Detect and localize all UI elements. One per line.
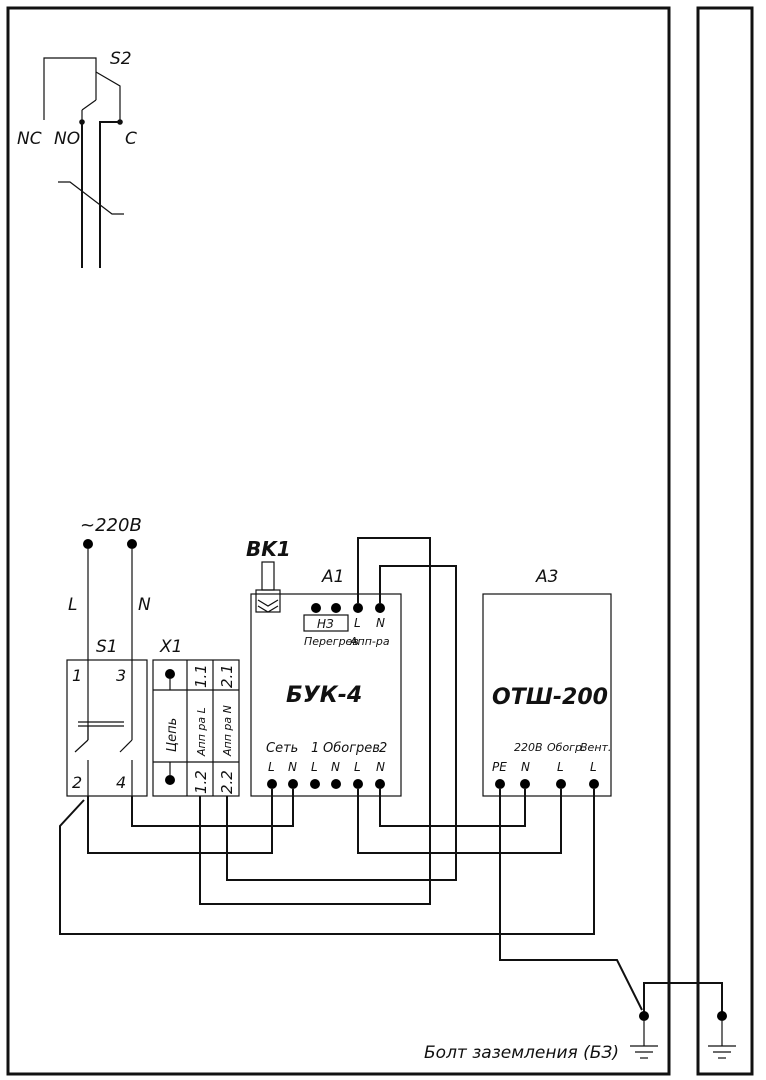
svg-text:N: N [331,760,340,774]
breaker-s1: S1 1 3 2 4 [66,637,148,826]
label-s1: S1 [96,637,118,657]
label-a3-220: 220В [514,741,543,754]
label-nc: NC [17,129,42,149]
svg-text:N: N [288,760,297,774]
label-n: N [138,595,151,615]
label-x1-app-l: Апп ра L [195,707,208,757]
svg-text:N: N [376,760,385,774]
svg-text:L: L [557,760,564,774]
sensor-bk1: BK1 [246,537,291,613]
label-s1-3: 3 [116,666,126,685]
label-bk1: BK1 [246,537,291,561]
label-a3-name: ОТШ-200 [492,685,608,710]
ground-bolt: Болт заземления (БЗ) [424,1011,736,1063]
label-a1-n-top: N [376,616,385,630]
label-x1-22: 2.2 [218,770,236,794]
label-a3: A3 [535,567,558,587]
label-a1-1: 1 [311,741,319,756]
controller-a1: A1 НЗ L N Перегрев Апп-ра БУК-4 Сеть 1 О… [250,567,402,797]
label-a1-app: Апп-ра [349,635,390,648]
label-a3-vent: Вент. [580,741,611,754]
label-s1-1: 1 [72,666,82,685]
label-x1-app-n: Апп ра N [221,705,234,757]
terminal-block-x1: X1 1.1 2.1 1.2 2.2 Цепь Апп ра L Апп ра … [152,637,240,797]
label-a3-pe: PE [492,760,507,774]
supply-terminals: ~220В L N [68,515,151,740]
switch-s2: S2 NC NO C [17,49,137,268]
label-s1-4: 4 [116,773,126,792]
label-a1-set: Сеть [266,741,298,756]
label-ground-bolt: Болт заземления (БЗ) [424,1043,619,1063]
label-a1-nz: НЗ [317,617,334,631]
label-a1-l-top: L [354,616,361,630]
svg-text:L: L [311,760,318,774]
label-s1-2: 2 [72,773,82,792]
label-x1-11: 1.1 [192,664,210,688]
label-a1: A1 [321,567,344,587]
label-x1-21: 2.1 [218,664,236,688]
label-a1-heat: Обогрев [323,741,380,756]
label-x1-circuit: Цепь [165,718,180,752]
label-a3-heat: Обогр. [547,741,585,754]
label-a1-name: БУК-4 [286,683,362,708]
svg-text:L: L [590,760,597,774]
label-a1-overheat: Перегрев [304,635,359,648]
label-x1: X1 [159,637,182,657]
svg-text:L: L [354,760,361,774]
label-c: C [125,129,137,149]
label-l: L [68,595,77,615]
svg-text:L: L [268,760,275,774]
label-x1-12: 1.2 [192,770,210,794]
device-a3: A3 ОТШ-200 220В Обогр. Вент. PE N L L [482,567,612,797]
label-no: NO [54,129,80,149]
label-supply: ~220В [80,515,142,536]
label-a1-2: 2 [379,741,387,756]
label-s2: S2 [110,49,132,69]
wires [59,537,723,1012]
svg-text:N: N [521,760,530,774]
cabinet-frame-door [696,6,754,1076]
cabinet-frame-main [6,6,671,1076]
